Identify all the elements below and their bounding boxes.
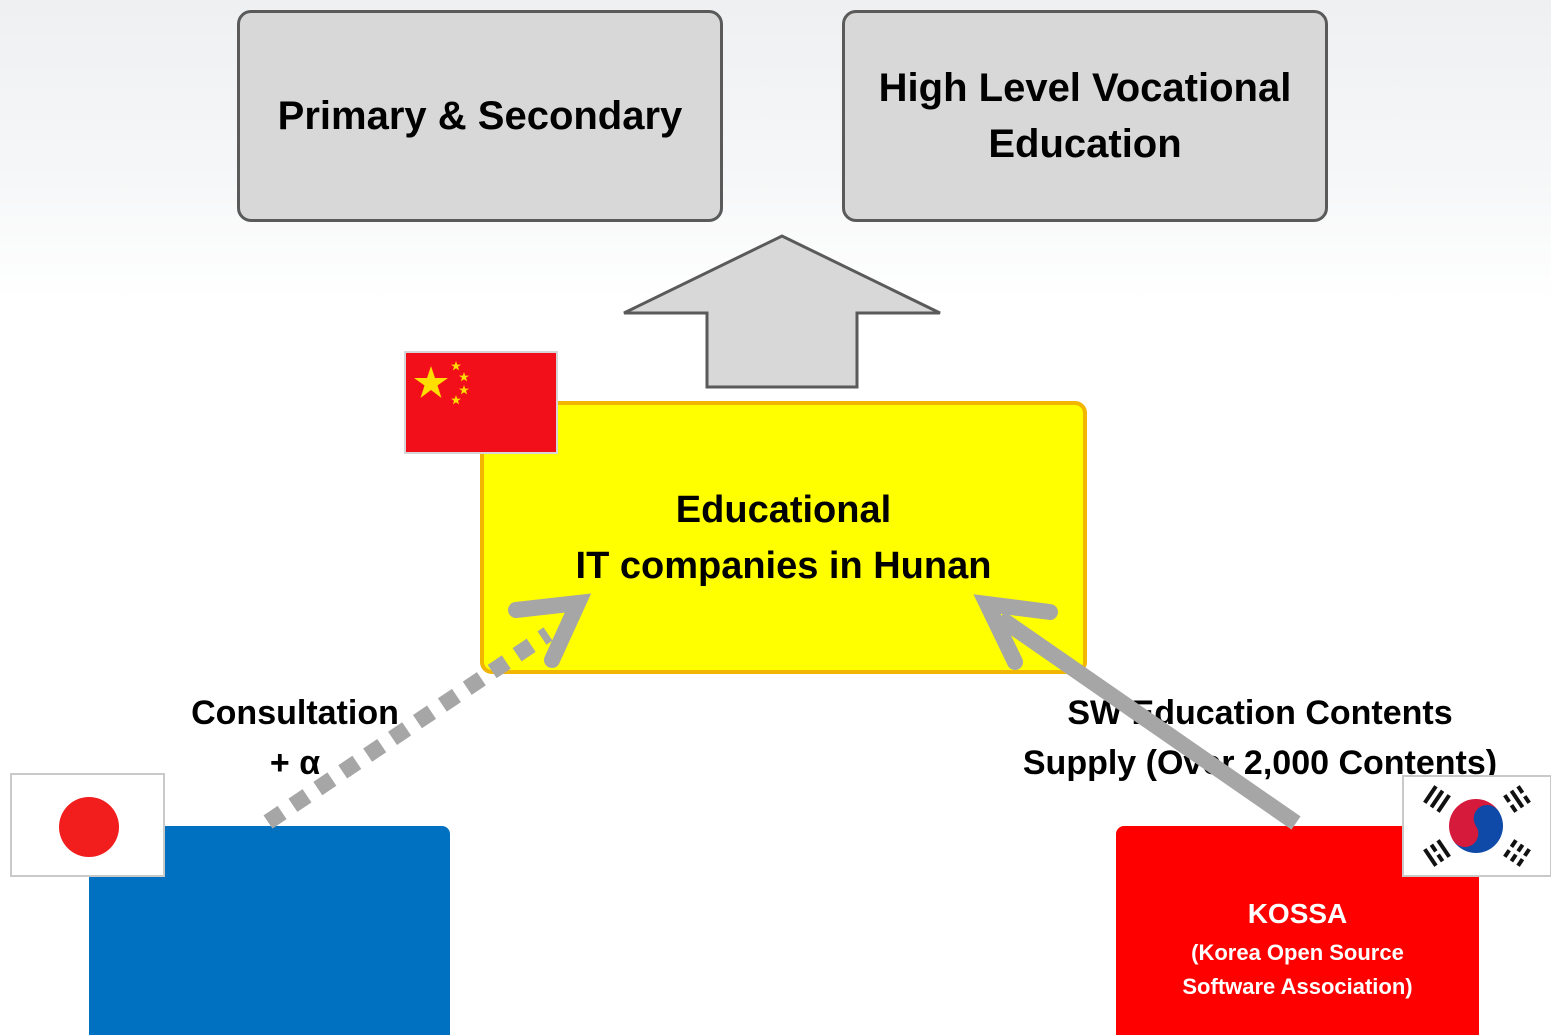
primary-secondary-box: Primary & Secondary	[237, 10, 723, 222]
consultation-arrowhead	[508, 593, 592, 668]
kossa-subtitle: (Korea Open Source Software Association)	[1182, 939, 1413, 999]
consultation-dotted-arrow	[263, 627, 553, 829]
china-flag-icon	[404, 351, 558, 454]
vocational-education-label: High Level Vocational Education	[878, 66, 1292, 166]
kossa-title: KOSSA	[1247, 897, 1348, 929]
korea-flag-icon	[1402, 775, 1551, 877]
vocational-education-box: High Level Vocational Education	[842, 10, 1328, 222]
educational-it-companies-box: Educational IT companies in Hunan	[480, 401, 1087, 674]
sw-supply-arrowhead	[973, 594, 1058, 670]
consultation-label: Consultation + α	[191, 694, 399, 782]
up-arrow	[623, 234, 941, 389]
educational-it-companies-label: Educational IT companies in Hunan	[575, 488, 992, 587]
sw-supply-arrow	[995, 611, 1301, 830]
japan-flag-icon	[10, 773, 165, 877]
primary-secondary-label: Primary & Secondary	[277, 94, 683, 138]
